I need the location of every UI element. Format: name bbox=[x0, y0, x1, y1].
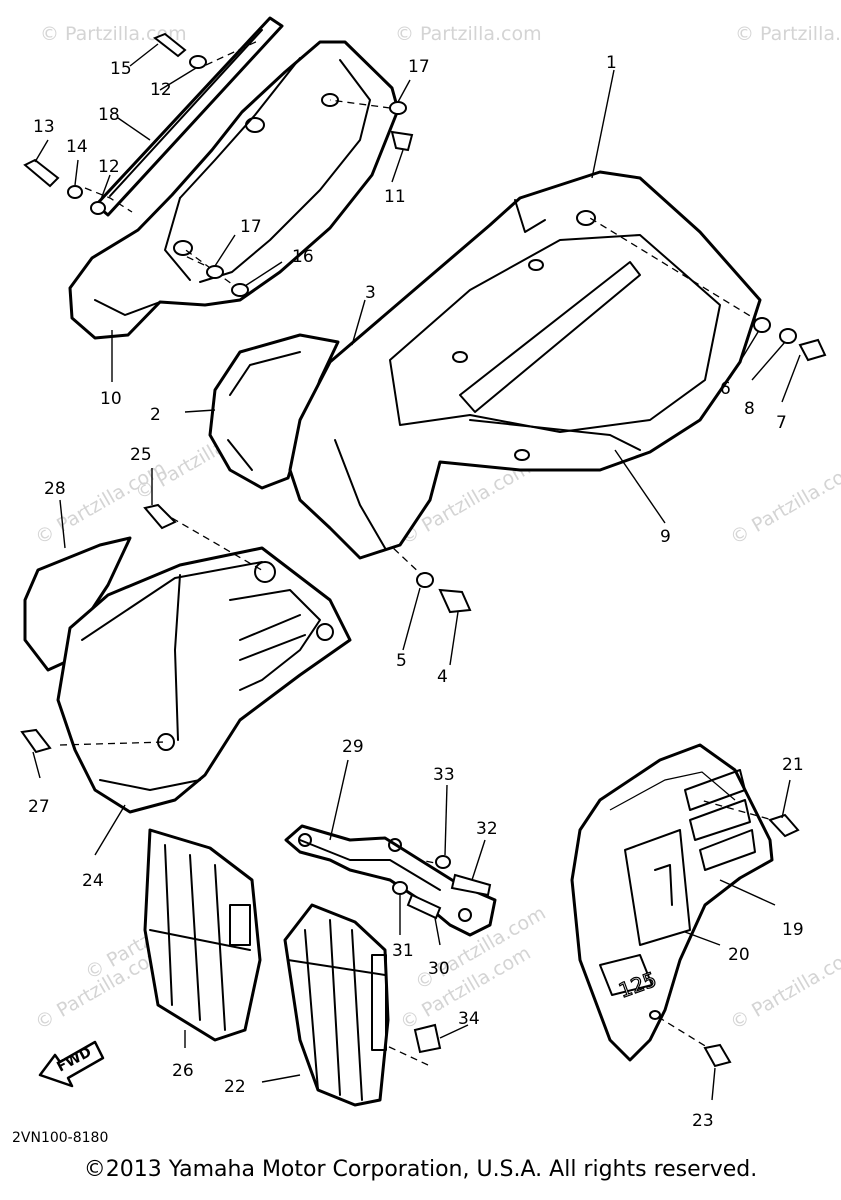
bolt-30 bbox=[406, 893, 442, 920]
callout-7: 7 bbox=[776, 413, 787, 433]
side-cover-10 bbox=[68, 40, 400, 340]
watermark: © Partzilla.com bbox=[395, 23, 542, 45]
watermark: © Partzilla.com bbox=[32, 457, 170, 549]
callout-8: 8 bbox=[744, 399, 755, 419]
washer-8 bbox=[779, 328, 797, 344]
callout-18: 18 bbox=[98, 105, 120, 125]
copyright-notice: ©2013 Yamaha Motor Corporation, U.S.A. A… bbox=[83, 1157, 758, 1182]
callout-11: 11 bbox=[384, 187, 406, 207]
grommet-17 bbox=[389, 101, 407, 115]
callout-16: 16 bbox=[292, 247, 314, 267]
callout-28: 28 bbox=[44, 479, 66, 499]
bolt-15 bbox=[153, 32, 187, 58]
louver-26 bbox=[143, 828, 262, 1042]
callout-21: 21 bbox=[782, 755, 804, 775]
mounting-lines bbox=[59, 39, 781, 1066]
callout-4: 4 bbox=[437, 667, 448, 687]
side-cover-19: 125 bbox=[570, 743, 774, 1062]
callout-26: 26 bbox=[172, 1061, 194, 1081]
bolt-7 bbox=[798, 338, 827, 362]
washer-31 bbox=[392, 881, 408, 895]
callout-10: 10 bbox=[100, 389, 122, 409]
callout-25: 25 bbox=[130, 445, 152, 465]
callout-1: 1 bbox=[606, 53, 617, 73]
washer-12b bbox=[90, 201, 106, 215]
callout-labels: 1 2 3 4 5 6 7 8 9 10 11 12 12 13 14 15 1… bbox=[28, 53, 804, 1131]
callout-33: 33 bbox=[433, 765, 455, 785]
parts-diagram: © Partzilla.com © Partzilla.com © Partzi… bbox=[12, 16, 841, 1146]
trim-strip-18 bbox=[94, 16, 284, 217]
callout-31: 31 bbox=[392, 941, 414, 961]
leader-lines bbox=[32, 43, 801, 1101]
callout-5: 5 bbox=[396, 651, 407, 671]
callout-12b: 12 bbox=[98, 157, 120, 177]
callout-27: 27 bbox=[28, 797, 50, 817]
watermark: © Partzilla.com bbox=[727, 457, 841, 549]
callout-24: 24 bbox=[82, 871, 104, 891]
bolt-25 bbox=[143, 503, 177, 530]
washer-14 bbox=[67, 185, 83, 199]
collar-16 bbox=[231, 283, 249, 297]
callout-17b: 17 bbox=[240, 217, 262, 237]
washer-6 bbox=[753, 317, 771, 333]
bolt-4 bbox=[438, 588, 472, 614]
callout-19: 19 bbox=[782, 920, 804, 940]
washer-12 bbox=[189, 55, 207, 69]
watermark: © Partzilla.com bbox=[40, 23, 187, 45]
number-plate-1 bbox=[288, 170, 762, 560]
callout-20: 20 bbox=[728, 945, 750, 965]
callout-3: 3 bbox=[365, 283, 376, 303]
callout-23: 23 bbox=[692, 1111, 714, 1131]
bolt-21 bbox=[768, 813, 800, 838]
callout-14: 14 bbox=[66, 137, 88, 157]
callout-6: 6 bbox=[720, 379, 731, 399]
watermark: © Partzilla.com bbox=[735, 23, 841, 45]
washer-5 bbox=[416, 572, 434, 588]
bolt-32 bbox=[450, 873, 492, 897]
radiator-shroud-24 bbox=[23, 536, 352, 814]
louver-22 bbox=[283, 903, 390, 1107]
callout-9: 9 bbox=[660, 527, 671, 547]
callout-34: 34 bbox=[458, 1009, 480, 1029]
bolt-13 bbox=[23, 158, 60, 188]
bolt-27 bbox=[20, 728, 52, 754]
grommet-17b bbox=[206, 265, 224, 279]
callout-29: 29 bbox=[342, 737, 364, 757]
decal-20 bbox=[599, 954, 653, 996]
callout-12a: 12 bbox=[150, 80, 172, 100]
bolt-23 bbox=[703, 1043, 732, 1068]
callout-30: 30 bbox=[428, 959, 450, 979]
washer-33 bbox=[435, 855, 451, 869]
callout-22: 22 bbox=[224, 1077, 246, 1097]
bracket-29 bbox=[284, 824, 497, 937]
hardware bbox=[20, 32, 827, 1068]
callout-13: 13 bbox=[33, 117, 55, 137]
callout-15: 15 bbox=[110, 59, 132, 79]
diagram-code: 2VN100-8180 bbox=[12, 1130, 108, 1146]
callout-32: 32 bbox=[476, 819, 498, 839]
callout-17a: 17 bbox=[408, 57, 430, 77]
clip-34 bbox=[413, 1023, 442, 1054]
callout-2: 2 bbox=[150, 405, 161, 425]
grommet-11 bbox=[390, 130, 414, 152]
fwd-arrow: FWD bbox=[38, 1040, 105, 1088]
